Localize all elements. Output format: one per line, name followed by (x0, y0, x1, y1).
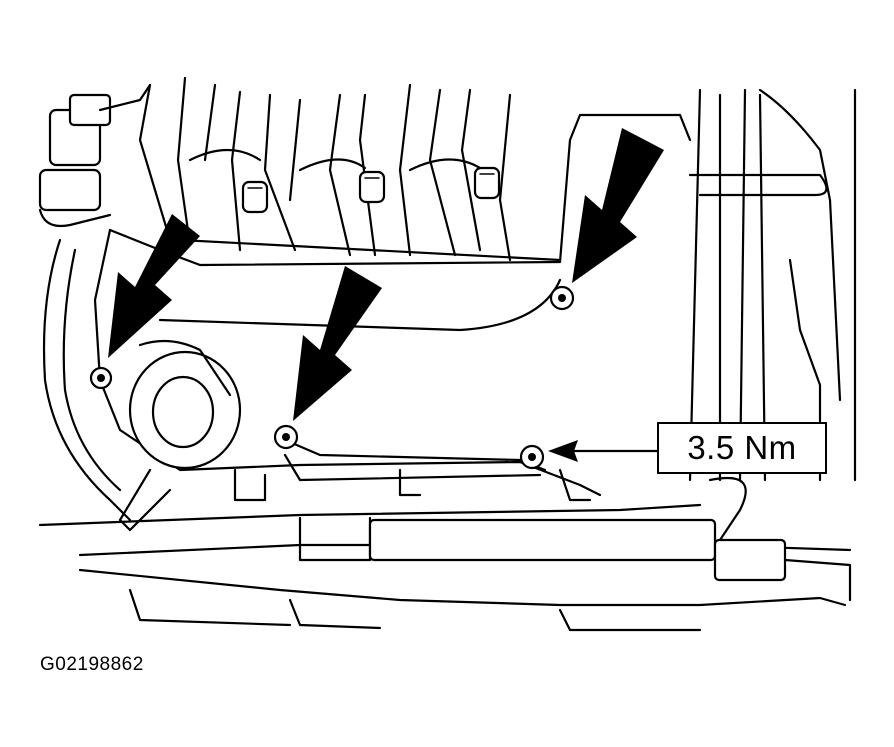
left-connectors (38, 83, 152, 228)
timing-housing (42, 238, 242, 522)
lower-pipes (38, 468, 852, 632)
leader-arrow-icon (548, 440, 659, 462)
intake-manifold (138, 76, 562, 262)
manifold-bolts (241, 166, 501, 214)
arrow-top-right (572, 128, 664, 283)
cover-fasteners (89, 285, 575, 470)
torque-callout: 3.5 Nm (657, 422, 827, 474)
arrow-center (293, 266, 382, 421)
bottom-bracket (283, 438, 547, 482)
torque-value: 3.5 Nm (687, 429, 797, 466)
arrow-left (108, 214, 200, 358)
bolt-arrow-icon (108, 128, 664, 421)
figure-id: G02198862 (40, 654, 144, 675)
